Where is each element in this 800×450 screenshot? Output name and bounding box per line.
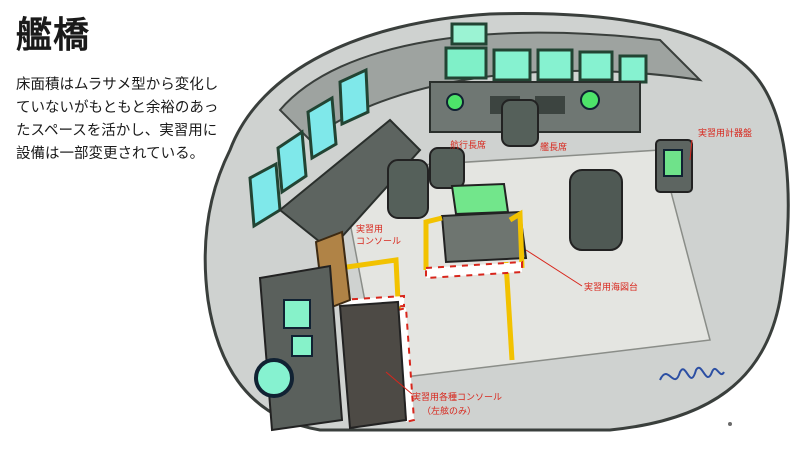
annotation-port-console: 実習用各種コンソール [412, 391, 502, 403]
slide-description: 床面積はムラサメ型から変化し ていないがもともと余裕のあっ たスペースを活かし、… [16, 77, 219, 162]
svg-text:コンソール: コンソール [356, 237, 401, 247]
captain-seat [569, 169, 623, 251]
helm-seat [501, 99, 539, 147]
annotation-training-chart-table: 実習用海図台 [584, 281, 638, 293]
annotation-navigator-seat: 航行長席 [450, 139, 486, 151]
decorative-dot [728, 422, 732, 426]
annotation-training-console: 実習用 [356, 223, 383, 235]
port-console-bank [278, 118, 422, 252]
bridge-interior-sketch: 実習用計器盤 航行長席 艦長席 実習用 コンソール 実習用海図台 実習用各種コン… [203, 12, 790, 432]
annotation-captain-seat: 艦長席 [540, 141, 567, 153]
front-windows [444, 22, 648, 84]
port-lower-console [254, 264, 344, 432]
rear-seat [429, 147, 465, 189]
slide-title: 艦橋 [16, 15, 91, 56]
training-instrument-panel [655, 139, 693, 193]
annotation-training-instrument-panel: 実習用計器盤 [698, 127, 752, 139]
svg-text:（左舷のみ）: （左舷のみ） [422, 405, 476, 417]
training-chart-table [440, 182, 528, 264]
port-windows [248, 67, 370, 229]
navigator-seat [387, 159, 429, 219]
stairwell-opening [338, 300, 408, 430]
artist-signature [659, 366, 725, 381]
